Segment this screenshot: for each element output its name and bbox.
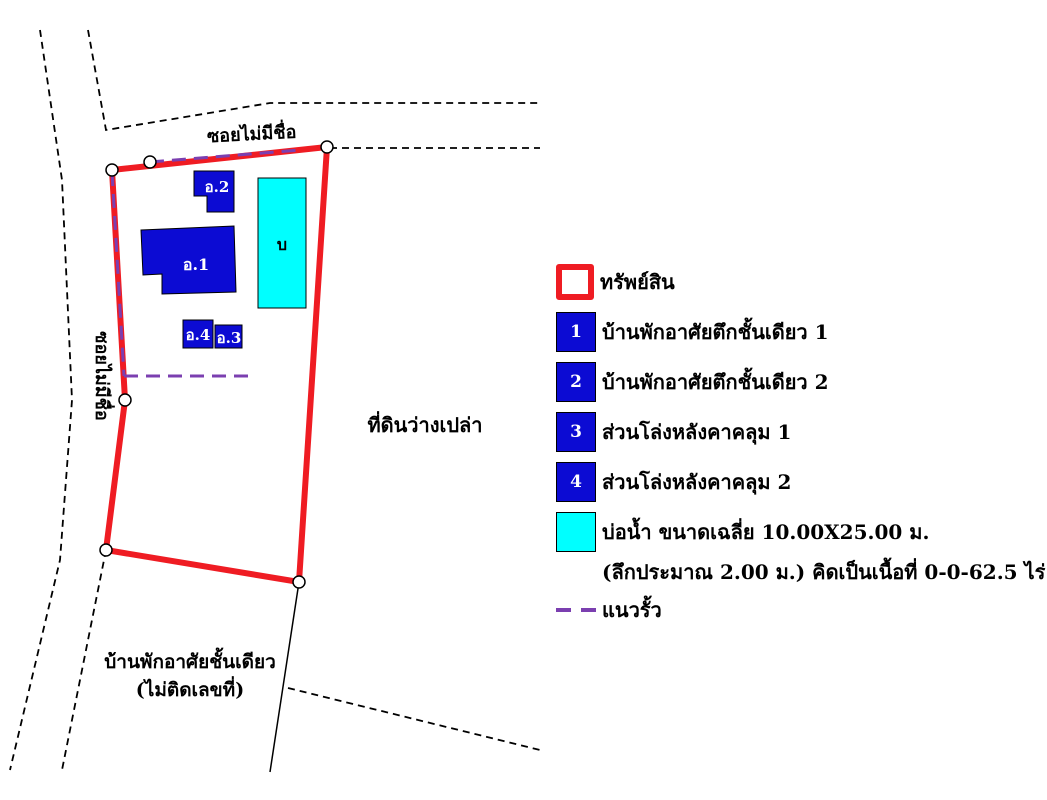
pond: [257, 177, 307, 309]
fence-swatch: [556, 608, 596, 612]
building-1-label: อ.1: [183, 255, 209, 274]
fence-top: [149, 148, 301, 164]
marker: [105, 163, 119, 177]
legend-pond: บ่อน้ำ ขนาดเฉลี่ย 10.00X25.00 ม.: [556, 512, 929, 552]
empty-land-label: ที่ดินว่างเปล่า: [367, 410, 482, 437]
legend-item-2: 2 บ้านพักอาศัยตึกชั้นเดียว 2: [556, 362, 829, 402]
neighbor-solid-line: [269, 581, 300, 773]
pond-label: บ: [277, 235, 287, 254]
building-1-swatch: 1: [556, 312, 596, 352]
legend-item-3-text: ส่วนโล่งหลังคาคลุม 1: [602, 420, 792, 444]
building-2-label: อ.2: [205, 178, 230, 196]
legend-fence: แนวรั้ว: [556, 590, 662, 630]
legend-property: ทรัพย์สิน: [556, 262, 675, 302]
road-top-upper: [87, 29, 540, 132]
boundary-markers: [99, 140, 334, 589]
building-3: [214, 324, 243, 349]
fence-lines: [110, 148, 301, 378]
building-2: [193, 170, 235, 213]
pond-swatch: [556, 512, 596, 552]
marker: [118, 393, 132, 407]
road-top-label: ซอยไม่มีชื่อ: [206, 119, 297, 148]
legend-item-1: 1 บ้านพักอาศัยตึกชั้นเดียว 1: [556, 312, 829, 352]
building-4-label: อ.4: [186, 326, 211, 344]
legend-item-3: 3 ส่วนโล่งหลังคาคลุม 1: [556, 412, 791, 452]
house-below-line1: บ้านพักอาศัยชั้นเดียว: [104, 647, 276, 673]
road-left-outer: [9, 29, 73, 771]
legend-item-4-text: ส่วนโล่งหลังคาคลุม 2: [602, 470, 792, 494]
legend-pond-line1: บ่อน้ำ ขนาดเฉลี่ย 10.00X25.00 ม.: [602, 520, 930, 544]
building-1: [140, 225, 237, 295]
building-4: [182, 319, 214, 349]
house-below-line2: (ไม่ติดเลขที่): [136, 676, 244, 701]
building-2-swatch: 2: [556, 362, 596, 402]
legend-item-1-text: บ้านพักอาศัยตึกชั้นเดียว 1: [602, 320, 829, 344]
marker: [320, 140, 334, 154]
legend-pond-line2: (ลึกประมาณ 2.00 ม.) คิดเป็นเนื้อที่ 0-0-…: [602, 560, 1046, 584]
building-3-swatch: 3: [556, 412, 596, 452]
property-swatch: [556, 264, 594, 300]
marker: [143, 155, 157, 169]
fence-left: [110, 171, 126, 377]
road-lines: [9, 29, 541, 771]
road-left-lower: [61, 549, 107, 771]
building-3-label: อ.3: [217, 329, 242, 347]
marker: [99, 543, 113, 557]
legend-property-text: ทรัพย์สิน: [600, 270, 675, 294]
legend-item-4: 4 ส่วนโล่งหลังคาคลุม 2: [556, 462, 791, 502]
road-left-label: ซอยไม่มีชื่อ: [91, 331, 115, 420]
legend-fence-text: แนวรั้ว: [602, 598, 662, 622]
legend-item-2-text: บ้านพักอาศัยตึกชั้นเดียว 2: [602, 370, 829, 394]
marker: [292, 575, 306, 589]
neighbor-boundary: [287, 687, 541, 751]
building-4-swatch: 4: [556, 462, 596, 502]
